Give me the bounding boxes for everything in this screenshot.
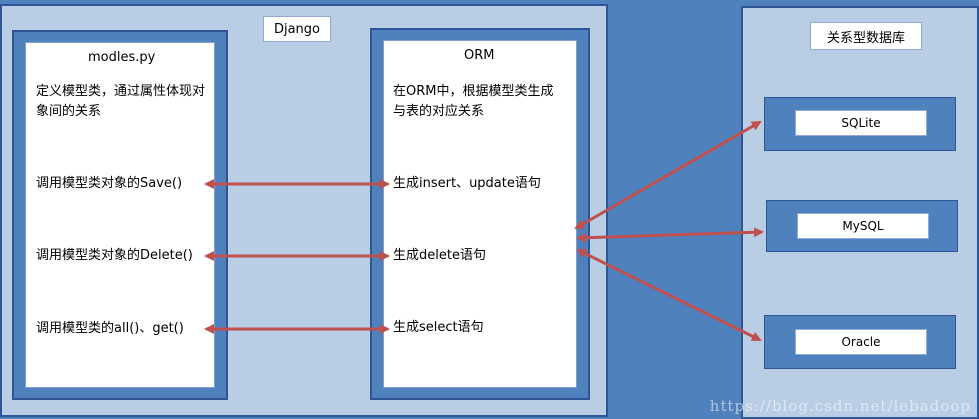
- db-oracle-label: Oracle: [795, 329, 927, 355]
- orm-panel: [383, 40, 577, 388]
- orm-select: 生成select语句: [393, 320, 484, 335]
- arrow-orm-sqlite: [574, 120, 762, 230]
- db-mysql-label: MySQL: [797, 213, 929, 239]
- models-description: 定义模型类，通过属性体现对象间的关系: [36, 84, 206, 119]
- models-panel: [25, 42, 215, 388]
- models-query-call: 调用模型类的all()、get(): [36, 321, 184, 336]
- models-save-call: 调用模型类对象的Save(): [36, 176, 183, 191]
- orm-title: ORM: [464, 48, 495, 63]
- models-delete-call: 调用模型类对象的Delete(): [36, 248, 193, 263]
- django-title: Django: [263, 16, 331, 42]
- arrow-orm-oracle: [576, 248, 762, 342]
- models-title: modles.py: [88, 50, 156, 65]
- db-sqlite-label: SQLite: [795, 110, 927, 136]
- orm-description: 在ORM中，根据模型类生成与表的对应关系: [393, 84, 554, 119]
- watermark-text: https://blog.csdn.net/lebadoop: [709, 397, 971, 415]
- orm-delete: 生成delete语句: [393, 248, 486, 263]
- database-title: 关系型数据库: [810, 22, 922, 50]
- arrow-orm-mysql: [576, 227, 764, 243]
- orm-insert-update: 生成insert、update语句: [393, 176, 541, 191]
